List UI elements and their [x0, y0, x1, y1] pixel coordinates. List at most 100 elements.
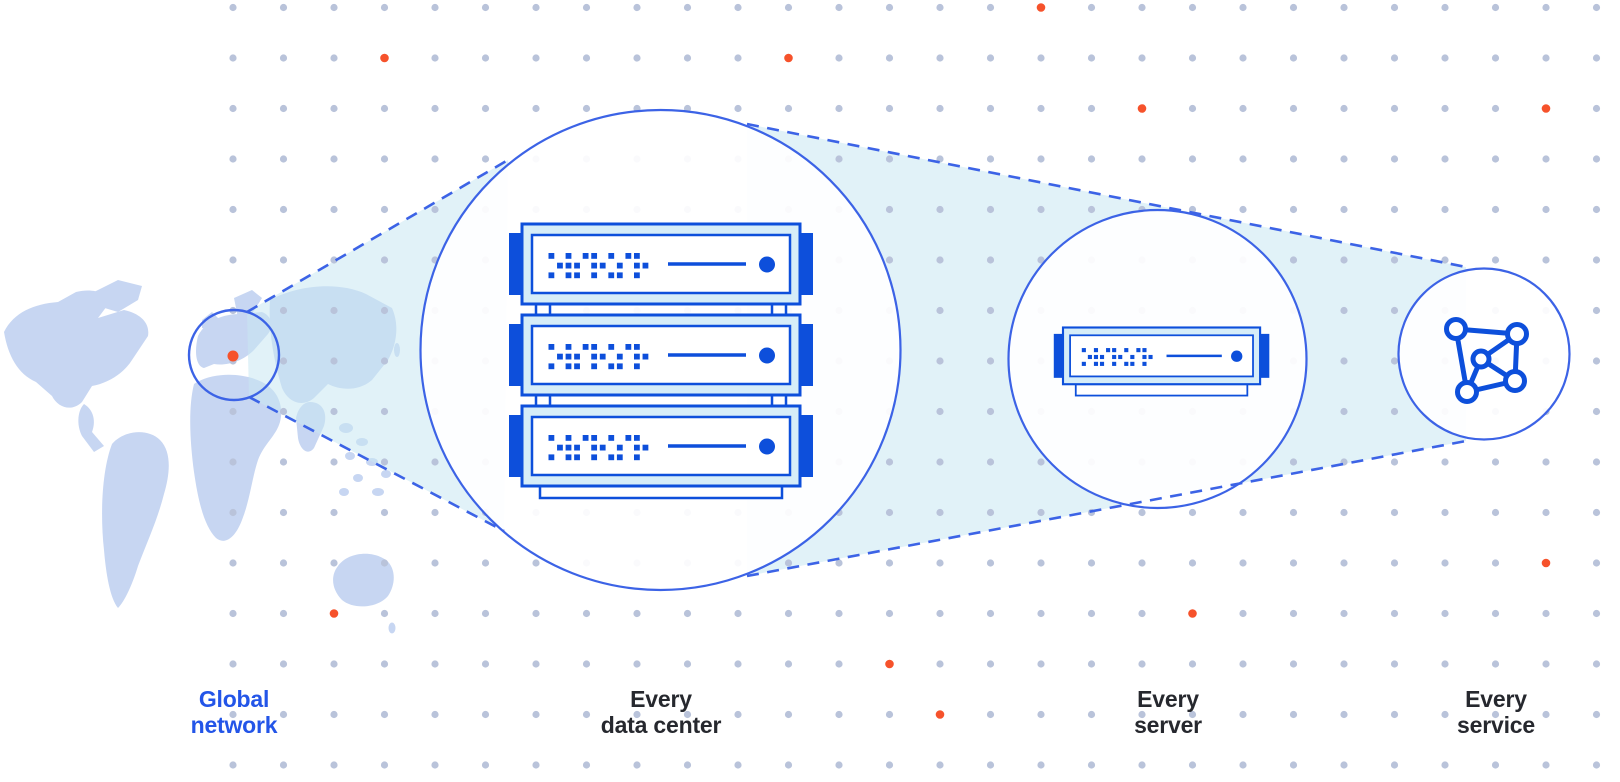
grid-dot	[380, 559, 389, 567]
grid-dot	[330, 256, 338, 264]
grid-dot	[1037, 559, 1045, 567]
grid-dot	[1390, 357, 1399, 365]
grid-dot	[582, 3, 591, 12]
grid-dot	[431, 761, 439, 769]
grid-dot	[885, 559, 894, 567]
label-line: Every	[1465, 686, 1527, 712]
grid-dot	[986, 104, 995, 113]
grid-dot	[380, 3, 389, 12]
grid-dot	[885, 508, 894, 517]
grid-dot	[1289, 660, 1298, 668]
grid-dot	[431, 660, 439, 668]
grid-dot	[986, 3, 995, 12]
grid-dot	[835, 710, 843, 719]
grid-dot	[1340, 609, 1348, 618]
grid-dot	[1037, 205, 1045, 214]
grid-dot	[1289, 205, 1298, 214]
grid-dot	[279, 458, 288, 466]
grid-dot	[1592, 660, 1601, 668]
grid-dot	[1390, 3, 1399, 12]
grid-dot	[532, 609, 540, 618]
grid-dot	[1491, 205, 1500, 214]
grid-dot	[330, 407, 338, 416]
grid-dot	[481, 155, 490, 163]
grid-dot	[734, 104, 742, 113]
grid-dot	[330, 710, 338, 719]
orange-grid-dot	[329, 609, 339, 618]
grid-dot	[1340, 3, 1348, 12]
grid-dot	[1037, 54, 1045, 62]
grid-dot	[229, 54, 237, 62]
grid-dot	[431, 458, 439, 466]
grid-dot	[633, 609, 641, 618]
grid-dot	[481, 710, 490, 719]
grid-dot	[1289, 710, 1298, 719]
grid-dot	[330, 3, 338, 12]
grid-dot	[1138, 660, 1146, 668]
grid-dot	[380, 660, 389, 668]
grid-dot	[1491, 559, 1500, 567]
grid-dot	[1289, 3, 1298, 12]
grid-dot	[1390, 205, 1399, 214]
grid-dot	[229, 205, 237, 214]
grid-dot	[1592, 710, 1601, 719]
grid-dot	[1390, 458, 1399, 466]
grid-dot	[1390, 508, 1399, 517]
grid-dot	[1289, 256, 1298, 264]
grid-dot	[279, 660, 288, 668]
grid-dot	[936, 559, 944, 567]
grid-dot	[885, 3, 894, 12]
grid-dot	[986, 458, 995, 466]
grid-dot	[784, 559, 793, 567]
zoom-guide-lines	[246, 122, 1467, 578]
grid-dot	[380, 609, 389, 618]
grid-dot	[1239, 710, 1247, 719]
grid-dot	[1087, 710, 1096, 719]
grid-dot	[1441, 660, 1449, 668]
grid-dot	[936, 508, 944, 517]
grid-dot	[1188, 3, 1197, 12]
grid-dot	[431, 155, 439, 163]
grid-dot	[1542, 761, 1550, 769]
grid-dot	[1390, 155, 1399, 163]
grid-dot	[633, 660, 641, 668]
grid-dot	[279, 306, 288, 315]
grid-dot	[1188, 710, 1197, 719]
grid-dot	[532, 54, 540, 62]
grid-dot	[279, 3, 288, 12]
grid-dot	[330, 660, 338, 668]
label-line: network	[190, 712, 278, 738]
orange-grid-dot	[1541, 558, 1551, 568]
grid-dot	[1491, 609, 1500, 618]
grid-dot	[229, 458, 237, 466]
grid-dot	[330, 761, 338, 769]
grid-dot	[1289, 559, 1298, 567]
zoom-guide-line-top-left	[246, 158, 509, 314]
grid-dot	[279, 508, 288, 517]
grid-dot	[986, 256, 995, 264]
grid-dot	[1289, 761, 1298, 769]
grid-dot	[1138, 3, 1146, 12]
grid-dot	[1188, 508, 1197, 517]
grid-dot	[683, 710, 692, 719]
grid-dot	[1441, 155, 1449, 163]
label-line: Every	[1137, 686, 1199, 712]
grid-dot	[431, 710, 439, 719]
grid-dot	[936, 104, 944, 113]
grid-dot	[1037, 660, 1045, 668]
grid-dot	[1087, 104, 1096, 113]
grid-dot	[229, 508, 237, 517]
grid-dot	[1491, 710, 1500, 719]
grid-dot	[835, 761, 843, 769]
grid-dot	[1592, 54, 1601, 62]
grid-dot	[1340, 155, 1348, 163]
grid-dot	[683, 761, 692, 769]
grid-dot	[1239, 54, 1247, 62]
map-location-marker	[227, 350, 239, 362]
single-server-illustration	[1052, 326, 1271, 397]
grid-dot	[885, 609, 894, 618]
grid-dot	[936, 660, 944, 668]
grid-dot	[1592, 508, 1601, 517]
